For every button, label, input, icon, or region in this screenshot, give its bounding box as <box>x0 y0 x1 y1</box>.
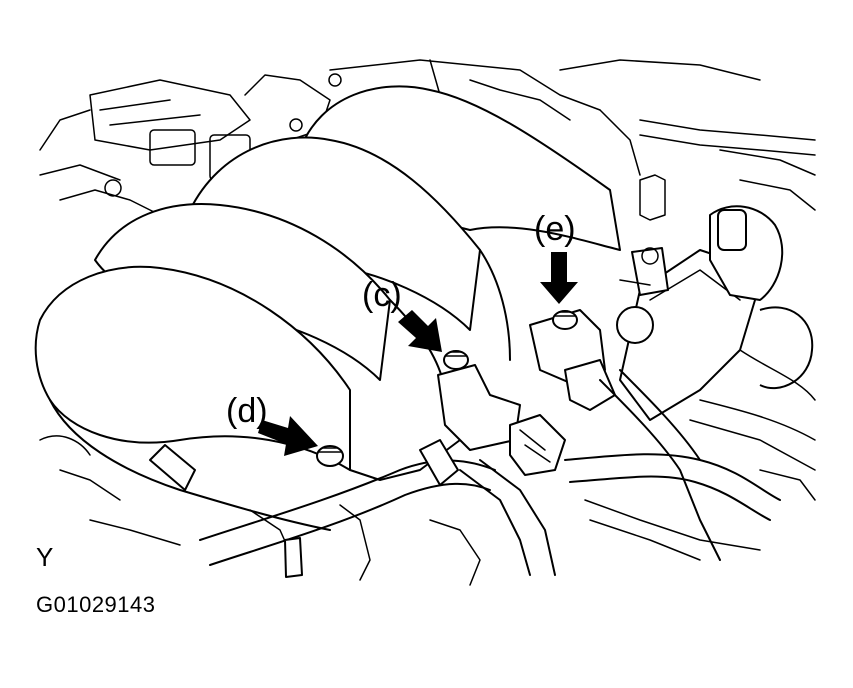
bolt-e <box>552 310 578 330</box>
intake-manifold <box>34 85 621 531</box>
bolt-d <box>316 445 344 467</box>
sensor-and-hoses <box>89 279 816 586</box>
bolts <box>316 310 578 467</box>
arrow-d <box>258 416 318 456</box>
callout-label-e: (e) <box>534 210 576 248</box>
callout-label-d: (d) <box>226 392 268 430</box>
figure-id: G01029143 <box>36 592 156 617</box>
view-mark: Y <box>36 542 53 572</box>
arrow-e <box>540 252 578 304</box>
throttle-body-assembly <box>616 205 816 471</box>
callout-label-c: (c) <box>362 276 402 314</box>
callout-arrows <box>258 252 578 456</box>
bolt-c <box>443 350 469 370</box>
arrow-c <box>398 310 442 352</box>
